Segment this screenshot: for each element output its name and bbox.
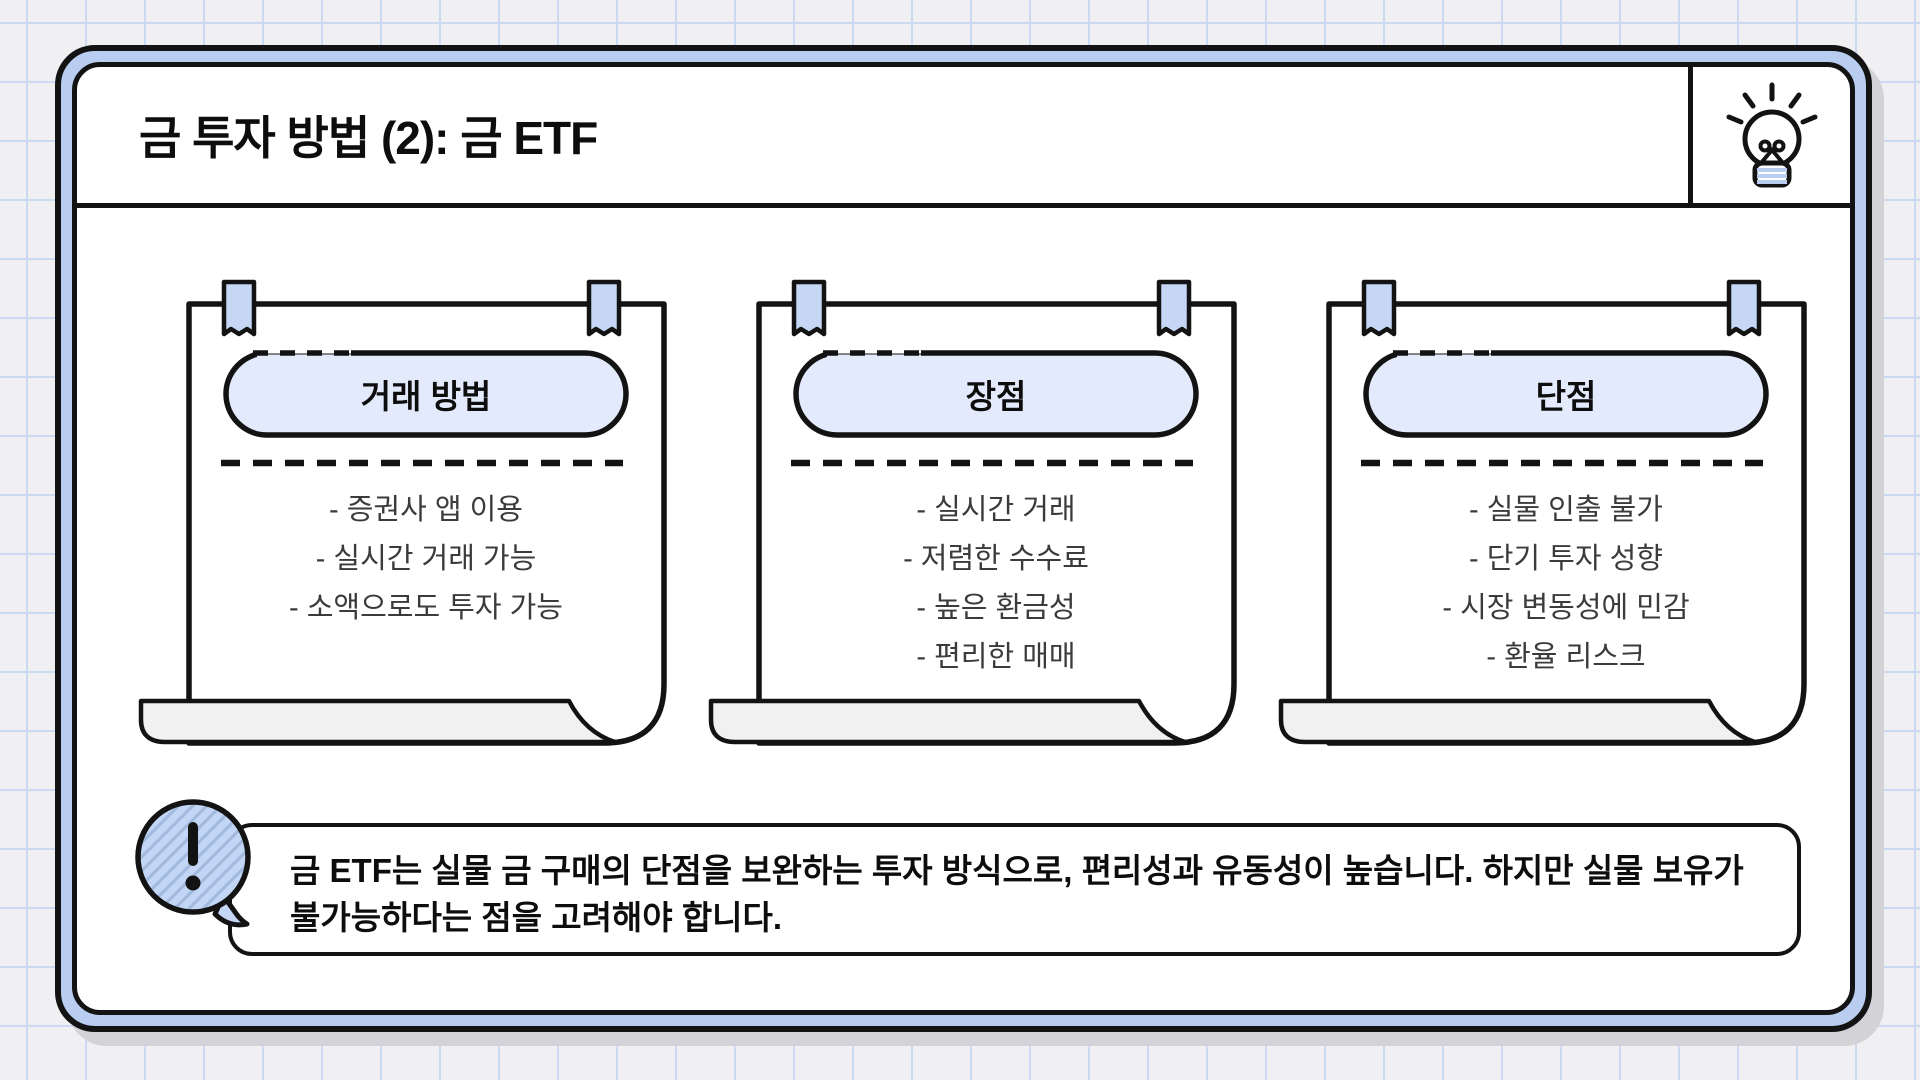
callout-note: 금 ETF는 실물 금 구매의 단점을 보완하는 투자 방식으로, 편리성과 유… (228, 823, 1801, 956)
list-item: - 편리한 매매 (916, 641, 1076, 673)
header: 금 투자 방법 (2): 금 ETF (77, 67, 1850, 208)
card-disadvantages: 단점 - 실물 인출 불가 - 단기 투자 성향 - 시장 변동성에 민감 - … (1326, 301, 1806, 743)
page-title: 금 투자 방법 (2): 금 ETF (139, 112, 598, 164)
card-item-list: - 실시간 거래 - 저렴한 수수료 - 높은 환금성 - 편리한 매매 (766, 486, 1226, 682)
card-advantages: 장점 - 실시간 거래 - 저렴한 수수료 - 높은 환금성 - 편리한 매매 (756, 301, 1236, 743)
cards-row: 거래 방법 - 증권사 앱 이용 - 실시간 거래 가능 - 소액으로도 투자 … (186, 301, 1806, 743)
list-item: - 저렴한 수수료 (903, 543, 1089, 575)
card-title-pill: 단점 (1535, 378, 1597, 415)
card-trading-method: 거래 방법 - 증권사 앱 이용 - 실시간 거래 가능 - 소액으로도 투자 … (186, 301, 666, 743)
lightbulb-icon (1726, 82, 1817, 188)
list-item: - 단기 투자 성향 (1469, 543, 1663, 575)
lightbulb-box (1688, 67, 1850, 203)
list-item: - 실시간 거래 (916, 494, 1076, 526)
slide-card: 금 투자 방법 (2): 금 ETF (55, 45, 1872, 1032)
card-title-pill: 거래 방법 (360, 378, 492, 415)
list-item: - 소액으로도 투자 가능 (289, 592, 563, 624)
card-item-list: - 증권사 앱 이용 - 실시간 거래 가능 - 소액으로도 투자 가능 (196, 486, 656, 633)
list-item: - 증권사 앱 이용 (329, 494, 523, 526)
card-item-list: - 실물 인출 불가 - 단기 투자 성향 - 시장 변동성에 민감 - 환율 … (1336, 486, 1796, 682)
exclamation-icon (135, 799, 251, 928)
slide-card-inner: 금 투자 방법 (2): 금 ETF (72, 62, 1855, 1015)
list-item: - 시장 변동성에 민감 (1442, 592, 1690, 624)
list-item: - 실물 인출 불가 (1469, 494, 1663, 526)
list-item: - 환율 리스크 (1486, 641, 1646, 673)
card-title-pill: 장점 (965, 378, 1027, 415)
list-item: - 높은 환금성 (916, 592, 1076, 624)
list-item: - 실시간 거래 가능 (315, 543, 537, 575)
